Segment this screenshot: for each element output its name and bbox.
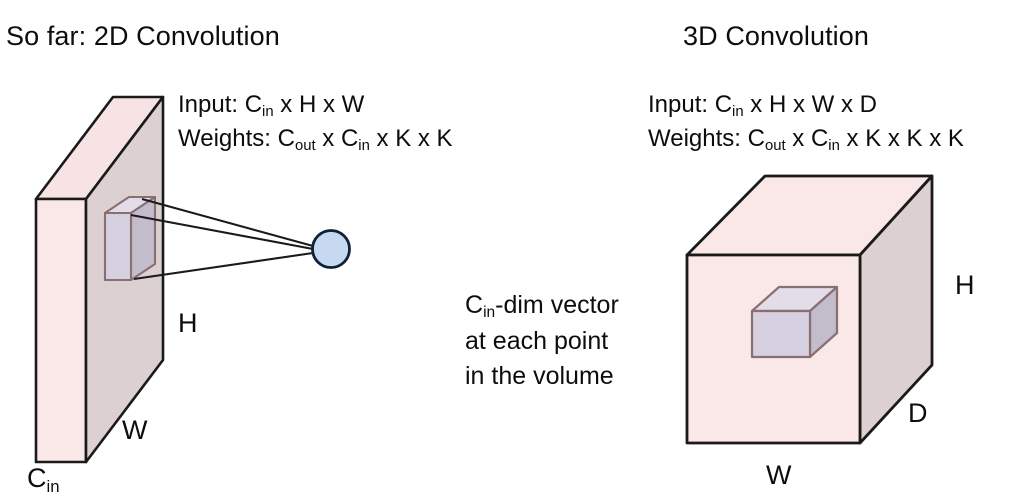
left-weights-sub-in: in bbox=[358, 138, 370, 155]
right-weights-sub-out: out bbox=[764, 138, 786, 155]
middle-note-line1-rest: -dim vector bbox=[495, 291, 619, 319]
right-panel-title: 3D Convolution bbox=[683, 21, 870, 51]
kernel-volume-right-face bbox=[808, 285, 839, 359]
left-label-height: H bbox=[178, 308, 198, 338]
kernel-volume-top-face bbox=[750, 285, 839, 313]
middle-note-line1-prefix: C bbox=[465, 291, 484, 319]
left-label-channels: Cin bbox=[27, 463, 60, 496]
right-weights-sub-in: in bbox=[828, 138, 840, 155]
connection-line-mid bbox=[130, 213, 314, 251]
volume-top-face bbox=[685, 174, 934, 257]
left-label-channels-sub: in bbox=[46, 476, 60, 496]
right-input-rest: x H x W x D bbox=[743, 91, 877, 118]
right-weights-mid: x C bbox=[785, 125, 829, 152]
middle-note-line2: at each point bbox=[465, 326, 609, 355]
connection-line-top bbox=[141, 197, 314, 248]
output-neuron-circle bbox=[311, 229, 351, 269]
left-label-channels-prefix: C bbox=[27, 463, 47, 493]
right-weights-spec: Weights: Cout x Cin x K x K x K bbox=[648, 125, 964, 155]
left-weights-sub-out: out bbox=[294, 138, 316, 155]
volume-front-face bbox=[685, 253, 862, 445]
left-panel-title: So far: 2D Convolution bbox=[6, 21, 280, 51]
kernel-slab-right-face bbox=[129, 195, 157, 282]
left-input-spec: Input: Cin x H x W bbox=[178, 91, 365, 121]
right-label-depth: D bbox=[908, 398, 928, 428]
left-weights-spec: Weights: Cout x Cin x K x K bbox=[178, 125, 453, 155]
slab-top-face-shade bbox=[86, 97, 163, 199]
left-input-sub-in: in bbox=[262, 104, 274, 121]
middle-note: Cin-dim vector at each point in the volu… bbox=[465, 288, 695, 395]
right-input-sub-in: in bbox=[732, 104, 744, 121]
connection-line-bottom bbox=[133, 251, 314, 281]
left-input-rest: x H x W bbox=[273, 91, 365, 118]
right-input-prefix: Input: C bbox=[648, 91, 733, 118]
slab-top-face-light bbox=[34, 95, 165, 201]
left-weights-mid: x C bbox=[315, 125, 359, 152]
middle-note-line3: in the volume bbox=[465, 362, 614, 390]
left-label-width: W bbox=[122, 415, 148, 445]
left-weights-prefix: Weights: C bbox=[178, 125, 295, 152]
kernel-slab-top-face bbox=[103, 195, 157, 215]
left-weights-rest: x K x K bbox=[369, 125, 453, 152]
left-input-prefix: Input: C bbox=[178, 91, 263, 118]
right-weights-rest: x K x K x K bbox=[839, 125, 964, 152]
right-input-spec: Input: Cin x H x W x D bbox=[648, 91, 877, 121]
right-weights-prefix: Weights: C bbox=[648, 125, 765, 152]
right-label-width: W bbox=[766, 460, 792, 490]
slab-depth-face bbox=[34, 197, 88, 464]
middle-note-line1-sub: in bbox=[483, 304, 496, 322]
kernel-volume-front-face bbox=[750, 309, 812, 359]
slab-top-face-dark bbox=[86, 97, 163, 199]
right-label-height: H bbox=[955, 270, 975, 300]
kernel-slab-front-face bbox=[103, 211, 133, 282]
slab-front-face bbox=[84, 95, 165, 464]
